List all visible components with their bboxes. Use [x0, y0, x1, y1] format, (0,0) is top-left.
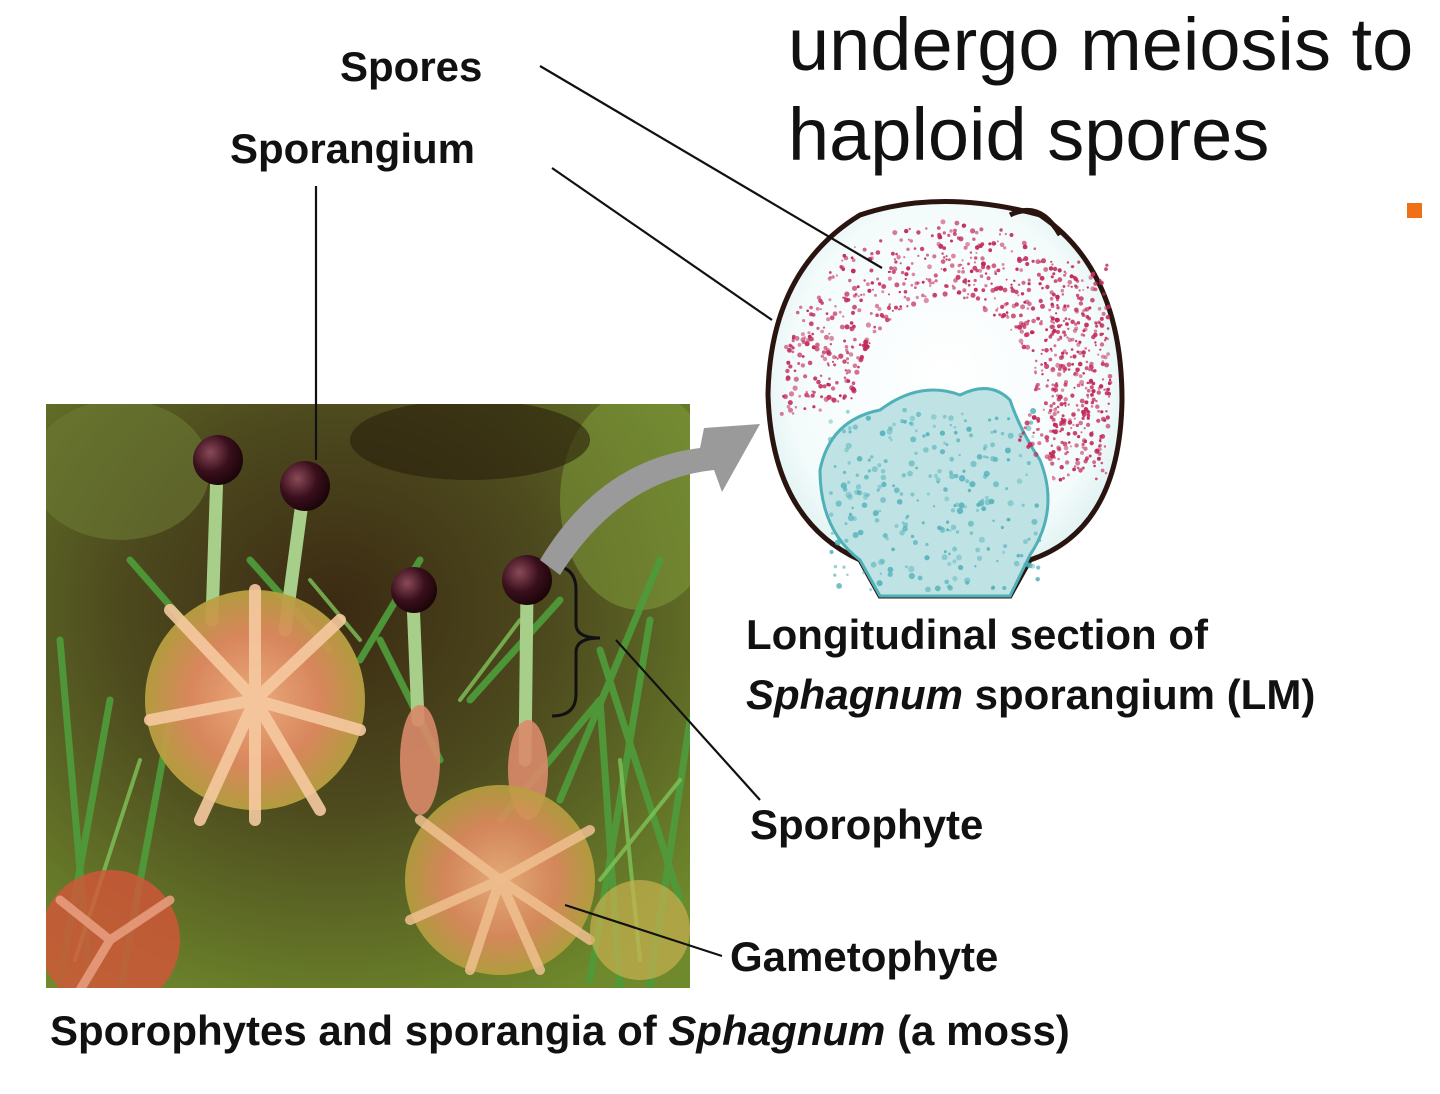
photo-caption-suffix: (a moss): [885, 1007, 1070, 1054]
label-spores: Spores: [340, 43, 483, 90]
heading-line-2: haploid spores: [788, 93, 1270, 176]
sporangium-section-leader: [551, 167, 773, 321]
section-caption-genus: Sphagnum: [746, 671, 963, 718]
heading-line-1: undergo meiosis to: [788, 3, 1414, 86]
photo-caption-prefix: Sporophytes and sporangia of: [50, 1007, 669, 1054]
section-caption-line-1: Longitudinal section of: [746, 611, 1208, 658]
zoom-arrow: [540, 424, 760, 575]
spores-leader: [539, 65, 883, 269]
moss-photo: [46, 404, 690, 988]
sporophyte-leader: [615, 639, 761, 801]
bullet-marker: [1407, 203, 1422, 218]
sporangium-section: [765, 199, 1125, 599]
photo-caption: Sporophytes and sporangia of Sphagnum (a…: [50, 1010, 1070, 1052]
label-sporangium: Sporangium: [230, 125, 476, 172]
sporophyte-brace: [551, 564, 601, 718]
section-caption-rest: sporangium (LM): [963, 671, 1316, 718]
label-gametophyte: Gametophyte: [730, 933, 999, 980]
label-sporophyte: Sporophyte: [750, 801, 984, 848]
gametophyte-leader: [564, 903, 723, 958]
section-caption-line-2: Sphagnum sporangium (LM): [746, 674, 1315, 716]
photo-caption-genus: Sphagnum: [668, 1007, 886, 1054]
